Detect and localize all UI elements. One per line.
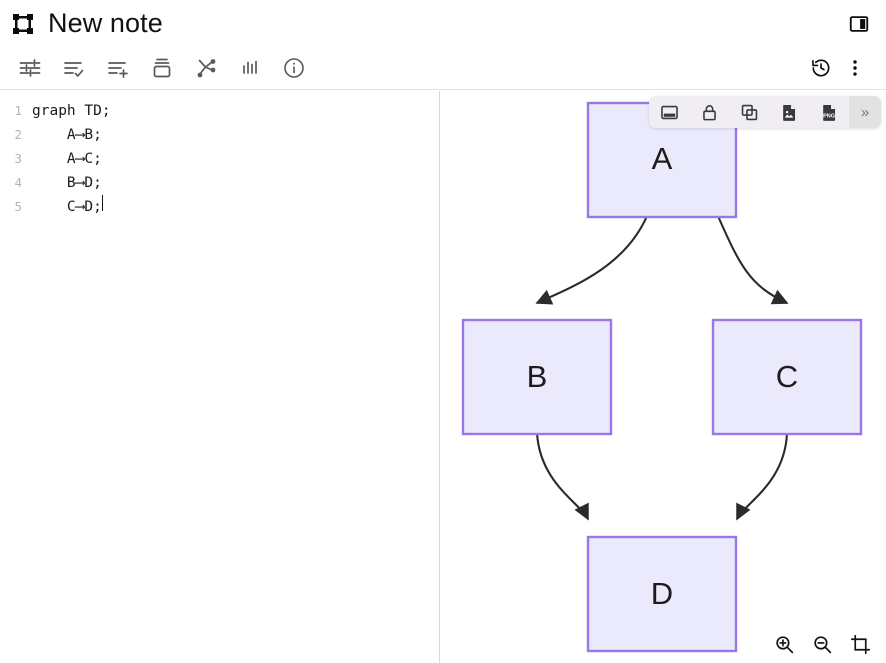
diagram-preview-pane[interactable]: A B C D [440, 91, 886, 663]
export-svg-icon[interactable] [769, 96, 809, 128]
node-label: C [776, 359, 798, 394]
line-content: A⟶B; [32, 127, 102, 143]
line-content: B⟶D; [32, 175, 102, 191]
workspace: 1 graph TD; 2 A⟶B; 3 A⟶C; 4 B⟶D; 5 C⟶D; [0, 91, 886, 663]
line-number: 5 [14, 199, 22, 214]
code-line: 4 B⟶D; [0, 171, 439, 195]
caption-icon[interactable] [649, 96, 689, 128]
toolbar-overflow-icon[interactable]: » [849, 96, 881, 128]
code-line: 2 A⟶B; [0, 123, 439, 147]
split-panel-icon[interactable] [846, 11, 872, 37]
history-icon[interactable] [804, 49, 838, 87]
more-vertical-icon[interactable] [838, 49, 872, 87]
line-content: C⟶D; [32, 199, 102, 215]
edge-b-to-d [535, 432, 589, 521]
mermaid-flowchart: A B C D [461, 101, 863, 653]
line-content: A⟶C; [32, 151, 102, 167]
stack-icon[interactable] [140, 49, 184, 87]
copy-icon[interactable] [729, 96, 769, 128]
main-toolbar [0, 47, 886, 90]
node-label: B [527, 359, 548, 394]
branch-icon[interactable] [184, 49, 228, 87]
info-icon[interactable] [272, 49, 316, 87]
line-number: 2 [14, 127, 22, 142]
settings-sliders-icon[interactable] [8, 49, 52, 87]
edge-a-to-c [717, 215, 789, 305]
edge-a-to-b [535, 215, 648, 305]
zoom-controls [772, 632, 872, 656]
diagram-node-b[interactable]: B [461, 318, 613, 436]
diagram-node-c[interactable]: C [711, 318, 863, 436]
add-list-icon[interactable] [96, 49, 140, 87]
diagram-node-a[interactable]: A [586, 101, 738, 219]
titlebar: New note [0, 0, 886, 47]
chart-bars-icon[interactable] [228, 49, 272, 87]
text-cursor [101, 195, 103, 211]
checklist-icon[interactable] [52, 49, 96, 87]
zoom-out-icon[interactable] [810, 632, 834, 656]
page-title: New note [48, 8, 163, 38]
code-editor[interactable]: 1 graph TD; 2 A⟶B; 3 A⟶C; 4 B⟶D; 5 C⟶D; [0, 91, 439, 219]
line-number: 4 [14, 175, 22, 190]
diagram-node-d[interactable]: D [586, 535, 738, 653]
fit-crop-icon[interactable] [848, 632, 872, 656]
line-number: 3 [14, 151, 22, 166]
edge-c-to-d [736, 432, 789, 521]
lock-icon[interactable] [689, 96, 729, 128]
zoom-in-icon[interactable] [772, 632, 796, 656]
editor-pane[interactable]: 1 graph TD; 2 A⟶B; 3 A⟶C; 4 B⟶D; 5 C⟶D; [0, 91, 440, 663]
node-label: A [652, 141, 673, 176]
selection-frame-icon [10, 11, 36, 37]
line-number: 1 [14, 103, 22, 118]
node-label: D [651, 576, 673, 611]
code-line: 1 graph TD; [0, 99, 439, 123]
code-line: 3 A⟶C; [0, 147, 439, 171]
export-png-icon[interactable]: PNG [809, 96, 849, 128]
svg-text:PNG: PNG [823, 113, 835, 119]
line-content: graph TD; [32, 103, 111, 119]
diagram-floating-toolbar: PNG » [649, 96, 881, 128]
code-line: 5 C⟶D; [0, 195, 439, 219]
